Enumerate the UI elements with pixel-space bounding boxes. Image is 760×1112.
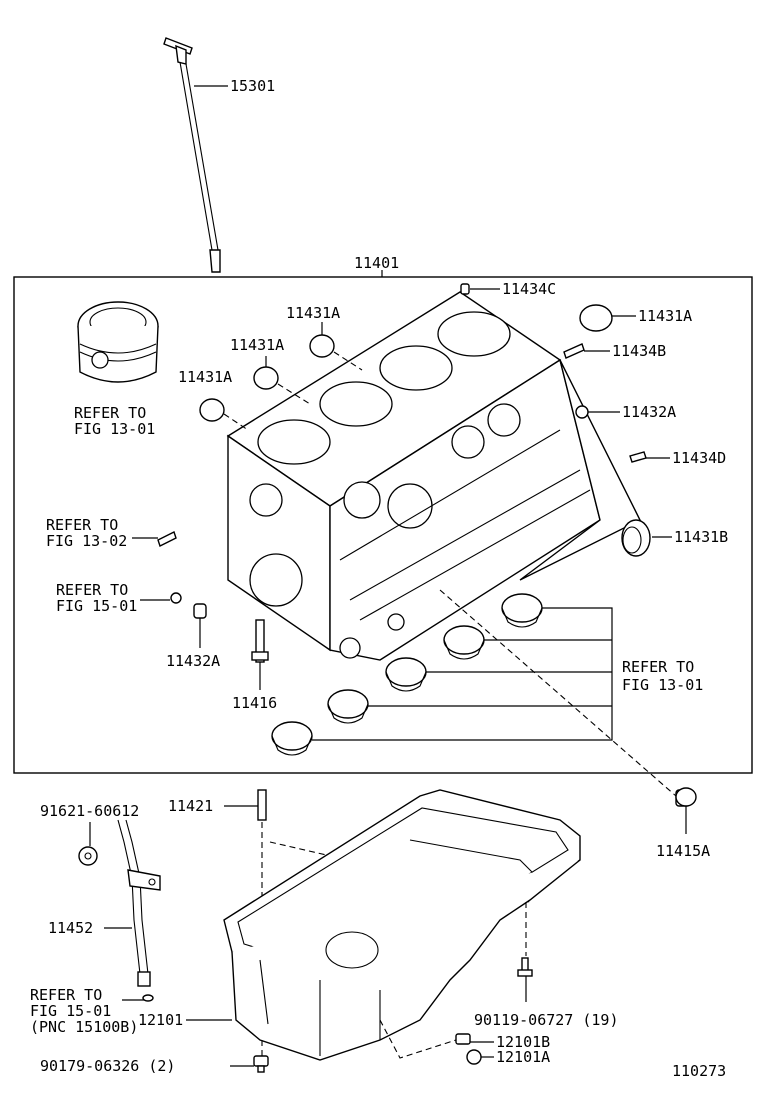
plug-11431a-1 [309,334,335,358]
label-11434c: 11434C [502,280,556,298]
refer-piston-1: REFER TO [74,404,146,422]
bolt-90119 [517,957,533,977]
oil-pan [223,789,581,1061]
refer-bearings-2: FIG 13-01 [622,676,703,694]
label-11416: 11416 [232,694,277,712]
label-91621: 91621-60612 [40,802,139,820]
part-12101b [455,1033,471,1045]
plug-11434c [460,283,470,295]
refer-left1-1: REFER TO [46,516,118,534]
bearing-5 [271,721,313,756]
refer-bearings-1: REFER TO [622,658,694,676]
piston-illustration [77,301,159,383]
cylinder-block [226,291,641,661]
oil-level-guide [117,819,161,987]
plug-11431a-right [579,304,613,332]
refer-left1-2: FIG 13-02 [46,532,127,550]
label-11434b: 11434B [612,342,666,360]
oring-washer [78,846,98,866]
plug-11431b [621,519,651,557]
plug-11432a-right [575,405,589,419]
bearing-1 [501,593,543,628]
label-11415a: 11415A [656,842,710,860]
refer-piston-2: FIG 13-01 [74,420,155,438]
label-11431a-2: 11431A [230,336,284,354]
stud-11416 [251,619,269,663]
drain-plug-11415a [675,787,697,807]
refer-guide-2: FIG 15-01 [30,1002,111,1020]
label-12101b: 12101B [496,1033,550,1051]
part-12101a [466,1049,482,1065]
block-frame [13,276,753,774]
bearing-shells [271,593,543,756]
figure-number: 110273 [672,1062,726,1080]
label-11431b: 11431B [674,528,728,546]
bearing-2 [443,625,485,660]
label-12101: 12101 [138,1011,183,1029]
label-12101a: 12101A [496,1048,550,1066]
plug-11432a-left [193,603,207,619]
refer-guide-3: (PNC 15100B) [30,1018,138,1036]
stud-11421 [257,789,267,821]
plug-11431a-3 [199,398,225,422]
bearing-3 [385,657,427,692]
label-15301: 15301 [230,77,275,95]
label-11432a-l: 11432A [166,652,220,670]
refer-left2-1: REFER TO [56,581,128,599]
label-11421: 11421 [168,797,213,815]
pin-11434d [629,451,647,463]
bolt-90179 [253,1055,269,1073]
dipstick [163,37,221,273]
label-11452: 11452 [48,919,93,937]
label-11431a-tr: 11431A [638,307,692,325]
label-11431a-3: 11431A [178,368,232,386]
label-11434d: 11434D [672,449,726,467]
label-11432a-r: 11432A [622,403,676,421]
label-90119: 90119-06727 (19) [474,1011,619,1029]
label-90179: 90179-06326 (2) [40,1057,175,1075]
label-11431a-1: 11431A [286,304,340,322]
pin-11434b [563,343,585,359]
label-11401: 11401 [354,254,399,272]
plug-11431a-2 [253,366,279,390]
bearing-4 [327,689,369,724]
refer-left2-2: FIG 15-01 [56,597,137,615]
refer-guide-1: REFER TO [30,986,102,1004]
